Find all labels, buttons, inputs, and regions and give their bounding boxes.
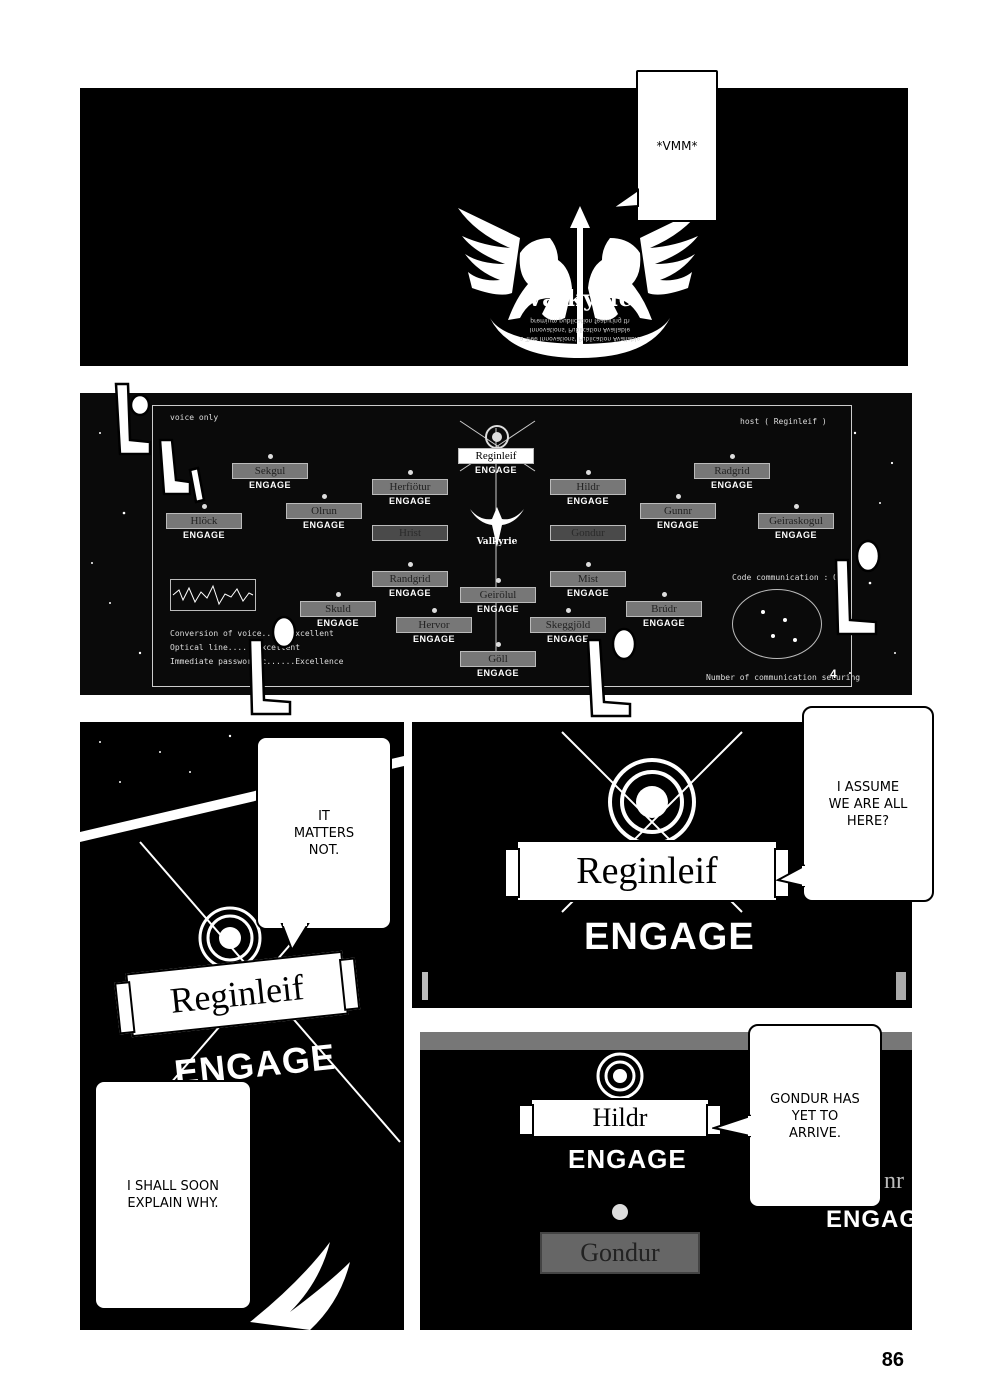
speech-bubble-gondur: GONDUR HAS YET TO ARRIVE. [748, 1024, 882, 1208]
bubble-tail [610, 188, 639, 210]
bubble-tail [280, 922, 310, 952]
banner-text: Reginleif [576, 850, 718, 892]
node-engage: ENGAGE [656, 520, 699, 530]
engage-label: ENGAGE [584, 916, 755, 958]
node-name: Mist [550, 571, 626, 587]
node-engage: ENGAGE [388, 588, 431, 598]
node-engage: ENGAGE [248, 480, 291, 490]
banner-text: Gondur [580, 1238, 660, 1267]
mini-crest-icon: Valkyrie [462, 503, 532, 553]
bubble-tail [712, 1114, 752, 1138]
speech-bubble-explain-why: I SHALL SOON EXPLAIN WHY. [94, 1080, 252, 1310]
page-number: 86 [881, 1349, 904, 1371]
node-engage: ENGAGE [388, 496, 431, 506]
node-name: Radgrid [694, 463, 770, 479]
reginleif-banner[interactable]: Reginleif [504, 840, 790, 902]
node-engage: ENGAGE [474, 465, 517, 475]
node-engage: ENGAGE [642, 618, 685, 628]
node-center[interactable]: Reginleif ENGAGE [458, 448, 534, 475]
node-name: Geirölul [460, 587, 536, 603]
communication-count-label: Number of communication securing [706, 673, 861, 682]
code-communication: Code communication : ON [732, 573, 843, 582]
node-engage: ENGAGE [182, 530, 225, 540]
node-engage: ENGAGE [566, 588, 609, 598]
speech-bubble-matters-not: IT MATTERS NOT. [256, 736, 392, 930]
node-name: Brúdr [626, 601, 702, 617]
radar-display [732, 589, 822, 659]
partial-name: nr [884, 1168, 904, 1194]
node-engage: ENGAGE [412, 634, 455, 644]
node-name: Randgrid [372, 571, 448, 587]
valkyrie-crest-icon [458, 206, 702, 358]
display-frame [152, 405, 852, 687]
node-name: Geiraskogul [758, 513, 834, 529]
node-name: Hildr [550, 479, 626, 495]
bubble-tail [776, 864, 806, 888]
header-host: host ( Reginleif ) [740, 417, 827, 426]
node-engage: ENGAGE [710, 480, 753, 490]
panel-network-display: voice only host ( Reginleif ) Reginleif … [80, 393, 912, 695]
gondur-banner[interactable]: Gondur [540, 1232, 700, 1274]
node-name: Sekgul [232, 463, 308, 479]
fine-print: a Tree Innovations' Publication Availabl… [440, 316, 720, 343]
panel-hildr-gondur: Hildr ENGAGE Gondur nr ENGAG [420, 1032, 912, 1330]
node-engage: ENGAGE [774, 530, 817, 540]
node-engage: ENGAGE [566, 496, 609, 506]
node-name: Reginleif [458, 448, 534, 464]
header-voice-only: voice only [170, 413, 219, 422]
fine-print-line: premium publication featuring th [530, 317, 630, 324]
node-gondur[interactable]: Gondur [550, 525, 626, 542]
node-engage: ENGAGE [476, 604, 519, 614]
status-line: Immediate password c......Excellence [170, 657, 344, 666]
node-engage: ENGAGE [546, 634, 589, 644]
status-line: Optical line......Excellent [170, 643, 301, 652]
node-name: Skeggjöld [530, 617, 606, 633]
node-name: Gondur [550, 525, 626, 541]
node-hrist[interactable]: Hrist [372, 525, 448, 542]
node-name: Hervor [396, 617, 472, 633]
node-engage: ENGAGE [316, 618, 359, 628]
engage-label: ENGAGE [568, 1144, 687, 1174]
node-name: Hlöck [166, 513, 242, 529]
banner-text: Hildr [592, 1103, 648, 1132]
status-line: Conversion of voice......Excellent [170, 629, 334, 638]
node-engage: ENGAGE [476, 668, 519, 678]
communication-count: 4 [830, 667, 837, 681]
speech-bubble-all-here: I ASSUME WE ARE ALL HERE? [802, 706, 934, 902]
panel-logo: Valkyrie a Tree Innovations' Publication… [80, 88, 908, 366]
banner-text: Reginleif [168, 967, 306, 1021]
node-name: Göll [460, 651, 536, 667]
voice-waveform [170, 579, 256, 611]
fine-print-line: a Tree Innovations' Publication Availabl… [519, 335, 641, 342]
logo-text: Valkyrie [526, 286, 634, 312]
speech-bubble-vmm: *VMM* [636, 70, 718, 222]
node-name: Herfiötur [372, 479, 448, 495]
node-name: Skuld [300, 601, 376, 617]
hildr-banner[interactable]: Hildr [518, 1098, 722, 1138]
node-engage: ENGAGE [302, 520, 345, 530]
partial-engage: ENGAG [826, 1206, 912, 1233]
node-name: Hrist [372, 525, 448, 541]
fine-print-line: Innovations' Publication Available [529, 326, 631, 333]
node-name: Olrun [286, 503, 362, 519]
node-name: Gunnr [640, 503, 716, 519]
mini-crest-text: Valkyrie [476, 537, 518, 547]
